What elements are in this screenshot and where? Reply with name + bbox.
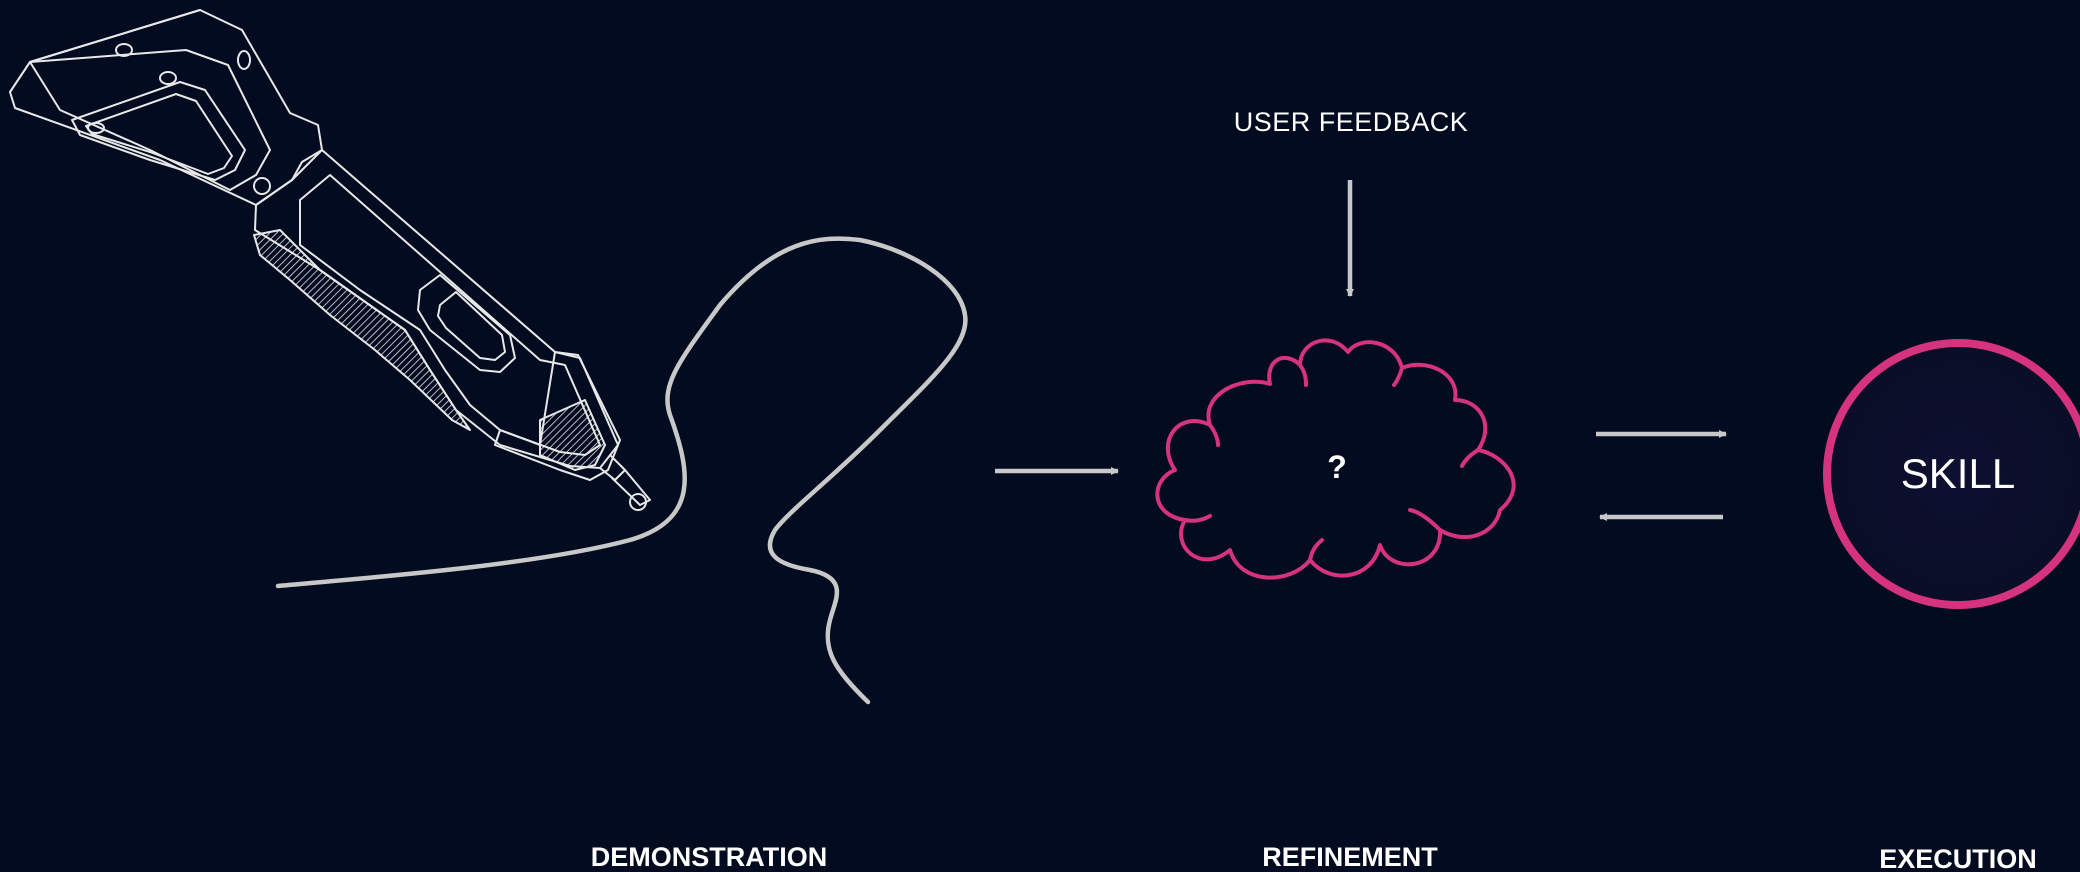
circle-icon [1823, 339, 2080, 609]
cloud-question-mark: ? [1327, 449, 1347, 485]
execution-label: EXECUTION [1879, 844, 2037, 872]
demonstration-trajectory [275, 236, 968, 705]
demonstration-label: DEMONSTRATION [591, 842, 828, 872]
skill-label: SKILL [1901, 450, 2015, 497]
cloud-icon [1155, 338, 1516, 580]
user-feedback-label: USER FEEDBACK [1234, 107, 1469, 137]
refinement-label: REFINEMENT [1262, 842, 1438, 872]
stylus-pen-icon [9, 9, 651, 511]
